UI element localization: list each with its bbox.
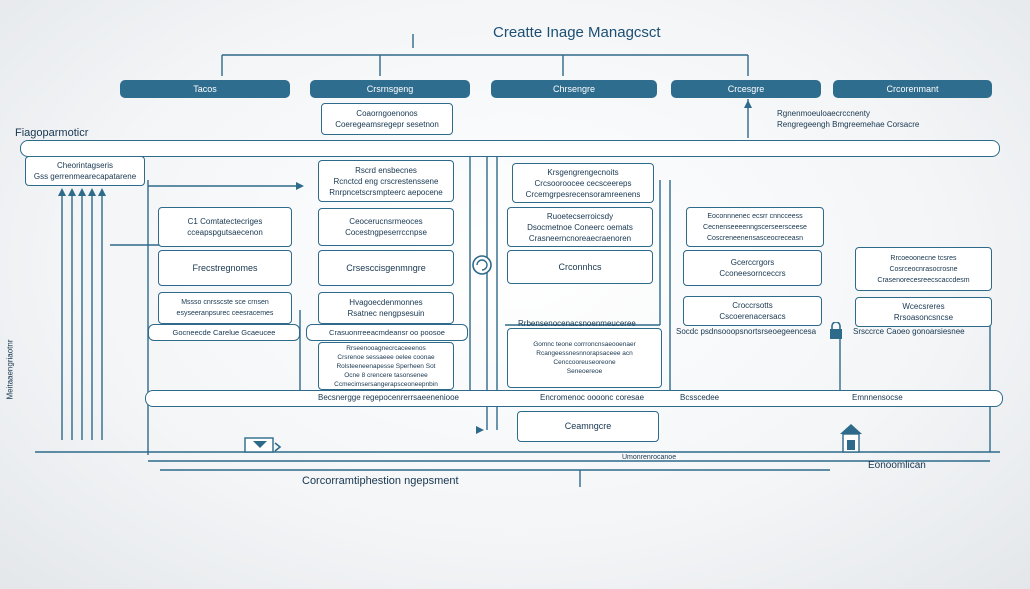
- house-icon: [838, 422, 864, 456]
- header-pill-2: Crsrnsgeng: [310, 80, 470, 98]
- col4-text-2: Gcerccrgors Cconeesornceccrs: [719, 258, 786, 278]
- col1-box-1: C1 Comtatectecriges cceapspgutsaecenon: [158, 207, 292, 247]
- col3-box-2: Ruoetecserroicsdy Dsocmetnoe Coneerc oem…: [507, 207, 653, 247]
- col4-text-3: Croccrsotts Cscoerenacersacs: [719, 301, 786, 321]
- col1-text-3: Mssso cnrsscste sce crnsen esyseeranpsur…: [176, 299, 274, 317]
- col3-lower-text: Gomnc teone corrroncnsaeooenaer Rcangees…: [533, 341, 636, 375]
- col5-bottom-text: Emnnensocse: [852, 393, 903, 402]
- col2-box-3: Crsesccisgenmngre: [318, 250, 454, 286]
- col4-box-3: Croccrsotts Cscoerenacersacs: [683, 296, 822, 326]
- left-side-box: Cheorintagseris Gss gerrenmearecapataren…: [25, 156, 145, 186]
- col4-bottom-text: Bcsscedee: [680, 393, 720, 402]
- left-side-text: Cheorintagseris Gss gerrenmearecapataren…: [33, 161, 137, 181]
- header-pill-1: Tacos: [120, 80, 290, 98]
- right-bottom-label: Eonoomlican: [868, 460, 926, 471]
- col2-bar: Crasuonrreeacmdeansr oo poosoe: [306, 324, 468, 341]
- col1-text-2: Frecstregnomes: [192, 262, 258, 273]
- top-note-text: Coaorngoenonos Coeregeamsregepr sesetnon: [335, 109, 439, 129]
- diagram-title: Creatte Inage Managcsct: [493, 24, 661, 41]
- col2-box-1: Rscrd ensbecnes Rcnctcd eng crscrestenss…: [318, 160, 454, 202]
- col2-text-3: Crsesccisgenmngre: [346, 262, 426, 273]
- vertical-label: Meitaaengriaotnr: [5, 339, 15, 400]
- col1-bar-text: Gocneecde Carelue Gcaeucee: [172, 328, 276, 337]
- col3-box-1: Krsgengrengecnoits Crcsooroocee cecsceer…: [512, 163, 654, 203]
- col5-box-2: Wcecsreres Rrsoasoncsncse: [855, 297, 992, 327]
- col2-text-2: Ceocerucnsrmeoces Cocestngpeserrccnpse: [345, 217, 427, 237]
- header-pill-4: Crcesgre: [671, 80, 821, 98]
- col2-bar-text: Crasuonrreeacmdeansr oo poosoe: [329, 328, 445, 337]
- col1-box-2: Frecstregnomes: [158, 250, 292, 286]
- col2-box-2: Ceocerucnsrmeoces Cocestngpeserrccnpse: [318, 208, 454, 246]
- col1-text-1: C1 Comtatectecriges cceapspgutsaecenon: [187, 217, 263, 237]
- col4-frame: [663, 185, 665, 385]
- col1-box-3: Mssso cnrsscste sce crnsen esyseeranpsur…: [158, 292, 292, 324]
- col3-lower-box: Gomnc teone corrroncnsaeooenaer Rcangees…: [507, 328, 662, 388]
- col3-bar-text: Rrbensenocenacsnoenmeuceree: [518, 319, 636, 328]
- col3-bottom-bar-text: Encromenoc oooonc coresae: [540, 393, 645, 402]
- col2-bottom-bar-text: Becsnergge regepocenrerrsaeeneniooe: [318, 393, 459, 402]
- col4-text-1: Eoconnnenec ecsrr cnncceess Cecnenseeeen…: [703, 212, 807, 242]
- col2-box-4: Hvagoecdenmonnes Rsatnec nengpsesuin: [318, 292, 454, 324]
- col2-lower-box: Rrseenooagnecrcaceeenos Crsrenoe sessaee…: [318, 342, 454, 390]
- header-pill-3: Chrsengre: [491, 80, 657, 98]
- col2-text-4: Hvagoecdenmonnes Rsatnec nengpsesuin: [347, 298, 425, 318]
- top-right-note: Rgnenmoeuloaecrccnenty Rengregeengh Bmgr…: [777, 109, 920, 129]
- col4-box-2: Gcerccrgors Cconeesornceccrs: [683, 250, 822, 286]
- left-title: Fiagoparmoticr: [15, 127, 89, 139]
- col3-bottom-box: Ceamngcre: [517, 411, 659, 442]
- bottom-mid-label: Umonrenrocanoe: [622, 454, 677, 461]
- lock-icon: [828, 322, 844, 340]
- col3-text-2: Ruoetecserroicsdy Dsocmetnoe Coneerc oem…: [527, 211, 633, 243]
- col4-bar-text: Socdc psdnsooopsnortsrseoegeencesa: [676, 327, 817, 336]
- wide-band: [20, 140, 1000, 157]
- col1-bar: Gocneecde Carelue Gcaeucee: [148, 324, 300, 341]
- lower-wide-bar: [145, 390, 1003, 407]
- col5-text-1: Rrcoeoonecne tcsres Cosrceocnrasocrosne …: [877, 254, 970, 284]
- header-pill-5: Crcorenmant: [833, 80, 992, 98]
- col2-lower-text: Rrseenooagnecrcaceeenos Crsrenoe sessaee…: [334, 344, 438, 388]
- col3-text-3: Crconnhcs: [558, 261, 602, 272]
- col2-text-1: Rscrd ensbecnes Rcnctcd eng crscrestenss…: [329, 165, 443, 197]
- col5-bar-text: Srsccrce Caoeo gonoarsiesnee: [853, 327, 965, 336]
- top-note-box: Coaorngoenonos Coeregeamsregepr sesetnon: [321, 103, 453, 135]
- col5-box-1: Rrcoeoonecne tcsres Cosrceocnrasocrosne …: [855, 247, 992, 291]
- printer-icon: [243, 435, 283, 457]
- bottom-label: Corcorramtiphestion ngepsment: [302, 475, 459, 487]
- col3-box-3: Crconnhcs: [507, 250, 653, 284]
- col3-text-1: Krsgengrengecnoits Crcsooroocee cecsceer…: [525, 167, 641, 199]
- col4-box-1: Eoconnnenec ecsrr cnncceess Cecnenseeeen…: [686, 207, 824, 247]
- col3-bottom-text: Ceamngcre: [564, 421, 612, 431]
- col5-text-2: Wcecsreres Rrsoasoncsncse: [893, 302, 954, 322]
